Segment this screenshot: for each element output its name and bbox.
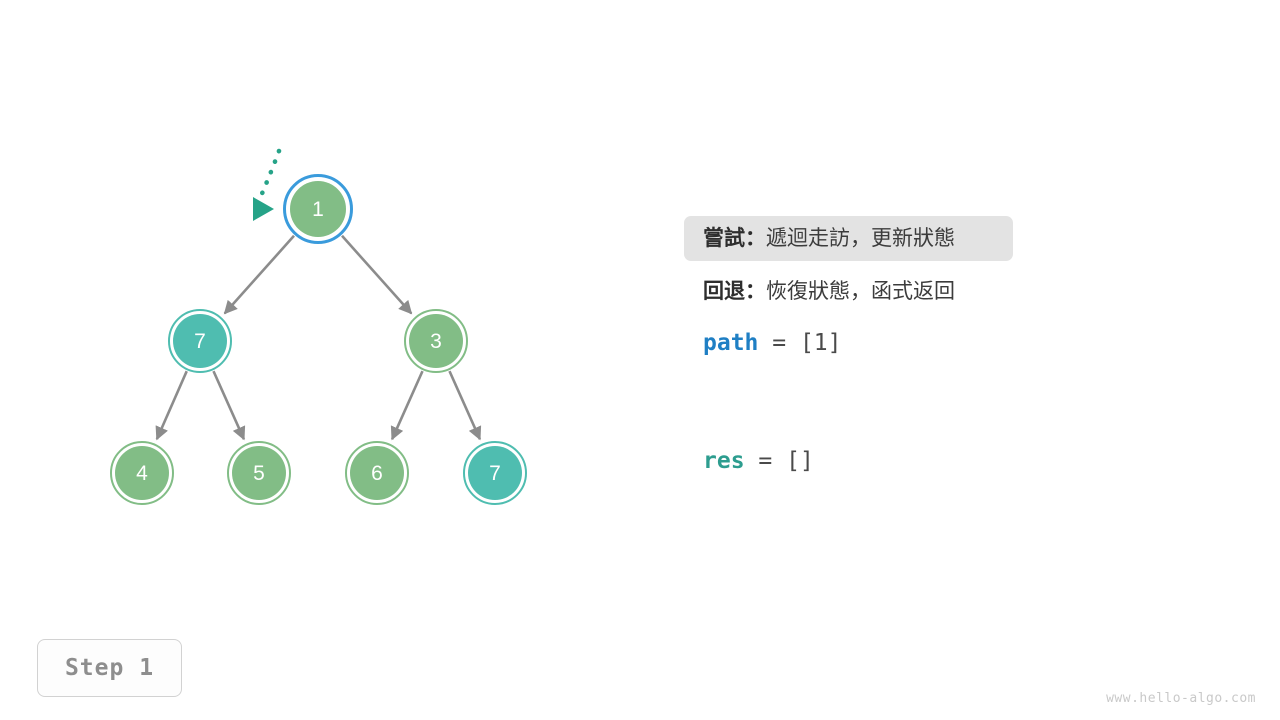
tree-edge-n-r-to-n-rr	[448, 370, 482, 441]
tree-node-7-n-rr: 7	[463, 441, 527, 505]
res-value: []	[786, 448, 814, 474]
path-equals-sign: =	[758, 330, 800, 356]
tree-node-fill: 4	[115, 446, 169, 500]
binary-tree-diagram	[155, 148, 482, 441]
tree-node-3-n-r: 3	[404, 309, 468, 373]
tree-node-4-n-ll: 4	[110, 441, 174, 505]
tree-edge-root-to-n-l	[223, 234, 295, 315]
try-line-highlight	[684, 216, 1013, 261]
res-variable-label: res	[703, 448, 745, 474]
tree-node-label: 1	[312, 197, 324, 221]
tree-node-label: 7	[489, 461, 501, 485]
path-value: [1]	[799, 330, 842, 356]
watermark-label: www.hello-algo.com	[1106, 691, 1256, 706]
step-badge: Step 1	[37, 639, 182, 697]
tree-node-label: 3	[430, 329, 442, 353]
try-line: 嘗試：遞迴走訪，更新狀態	[703, 228, 955, 249]
traversal-pointer	[253, 148, 282, 221]
tree-node-7-n-l: 7	[168, 309, 232, 373]
tree-node-fill: 7	[468, 446, 522, 500]
backtrack-text-label: 恢復狀態，函式返回	[766, 280, 955, 303]
path-state-line: path = [1]	[703, 332, 841, 355]
res-state-line: res = []	[703, 450, 814, 473]
tree-node-6-n-rl: 6	[345, 441, 409, 505]
tree-edge-n-l-to-n-lr	[212, 370, 246, 441]
tree-edge-n-r-to-n-rl	[390, 370, 424, 441]
tree-node-fill: 5	[232, 446, 286, 500]
try-lead-label: 嘗試：	[703, 227, 766, 250]
tree-edge-n-l-to-n-ll	[155, 370, 188, 441]
path-variable-label: path	[703, 330, 759, 356]
tree-node-5-n-lr: 5	[227, 441, 291, 505]
tree-node-fill: 7	[173, 314, 227, 368]
step-badge-label: Step 1	[64, 655, 155, 681]
tree-node-fill: 3	[409, 314, 463, 368]
tree-edge-root-to-n-r	[341, 234, 413, 315]
tree-node-label: 6	[371, 461, 383, 485]
res-equals-sign: =	[744, 448, 787, 474]
tree-edges	[155, 234, 482, 441]
try-text-label: 遞迴走訪，更新狀態	[766, 227, 955, 250]
tree-node-label: 7	[194, 329, 206, 353]
tree-node-1-root: 1	[283, 174, 353, 244]
watermark: www.hello-algo.com	[1106, 691, 1256, 706]
tree-node-label: 4	[136, 461, 148, 485]
tree-node-fill: 1	[290, 181, 346, 237]
tree-node-fill: 6	[350, 446, 404, 500]
backtrack-line: 回退：恢復狀態，函式返回	[703, 281, 955, 302]
tree-node-label: 5	[253, 461, 265, 485]
backtrack-lead-label: 回退：	[703, 280, 766, 303]
